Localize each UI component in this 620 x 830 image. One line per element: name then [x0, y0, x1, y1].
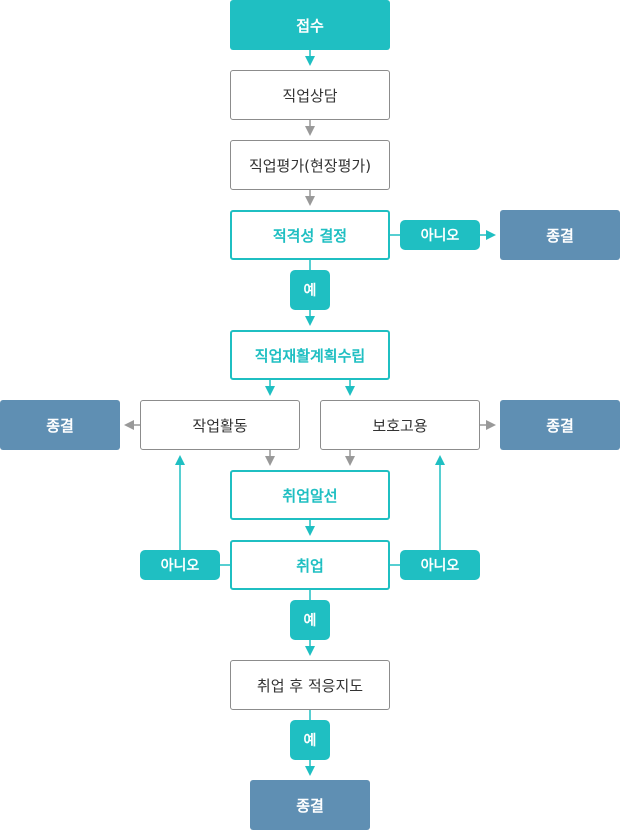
counseling-node: 직업상담 — [230, 70, 390, 120]
protected-employment-node: 보호고용 — [320, 400, 480, 450]
work-activity-node: 작업활동 — [140, 400, 300, 450]
no-pill-employment-left: 아니오 — [140, 550, 220, 580]
eligibility-node: 적격성 결정 — [230, 210, 390, 260]
followup-node: 취업 후 적응지도 — [230, 660, 390, 710]
employment-node: 취업 — [230, 540, 390, 590]
evaluation-node: 직업평가(현장평가) — [230, 140, 390, 190]
yes-pill-employment: 예 — [290, 600, 330, 640]
yes-pill-eligibility: 예 — [290, 270, 330, 310]
job-placement-node: 취업알선 — [230, 470, 390, 520]
plan-node: 직업재활계획수립 — [230, 330, 390, 380]
no-pill-eligibility: 아니오 — [400, 220, 480, 250]
end-node-left: 종결 — [0, 400, 120, 450]
yes-pill-followup: 예 — [290, 720, 330, 760]
no-pill-employment-right: 아니오 — [400, 550, 480, 580]
end-node-bottom: 종결 — [250, 780, 370, 830]
end-node-top: 종결 — [500, 210, 620, 260]
end-node-right: 종결 — [500, 400, 620, 450]
intake-node: 접수 — [230, 0, 390, 50]
